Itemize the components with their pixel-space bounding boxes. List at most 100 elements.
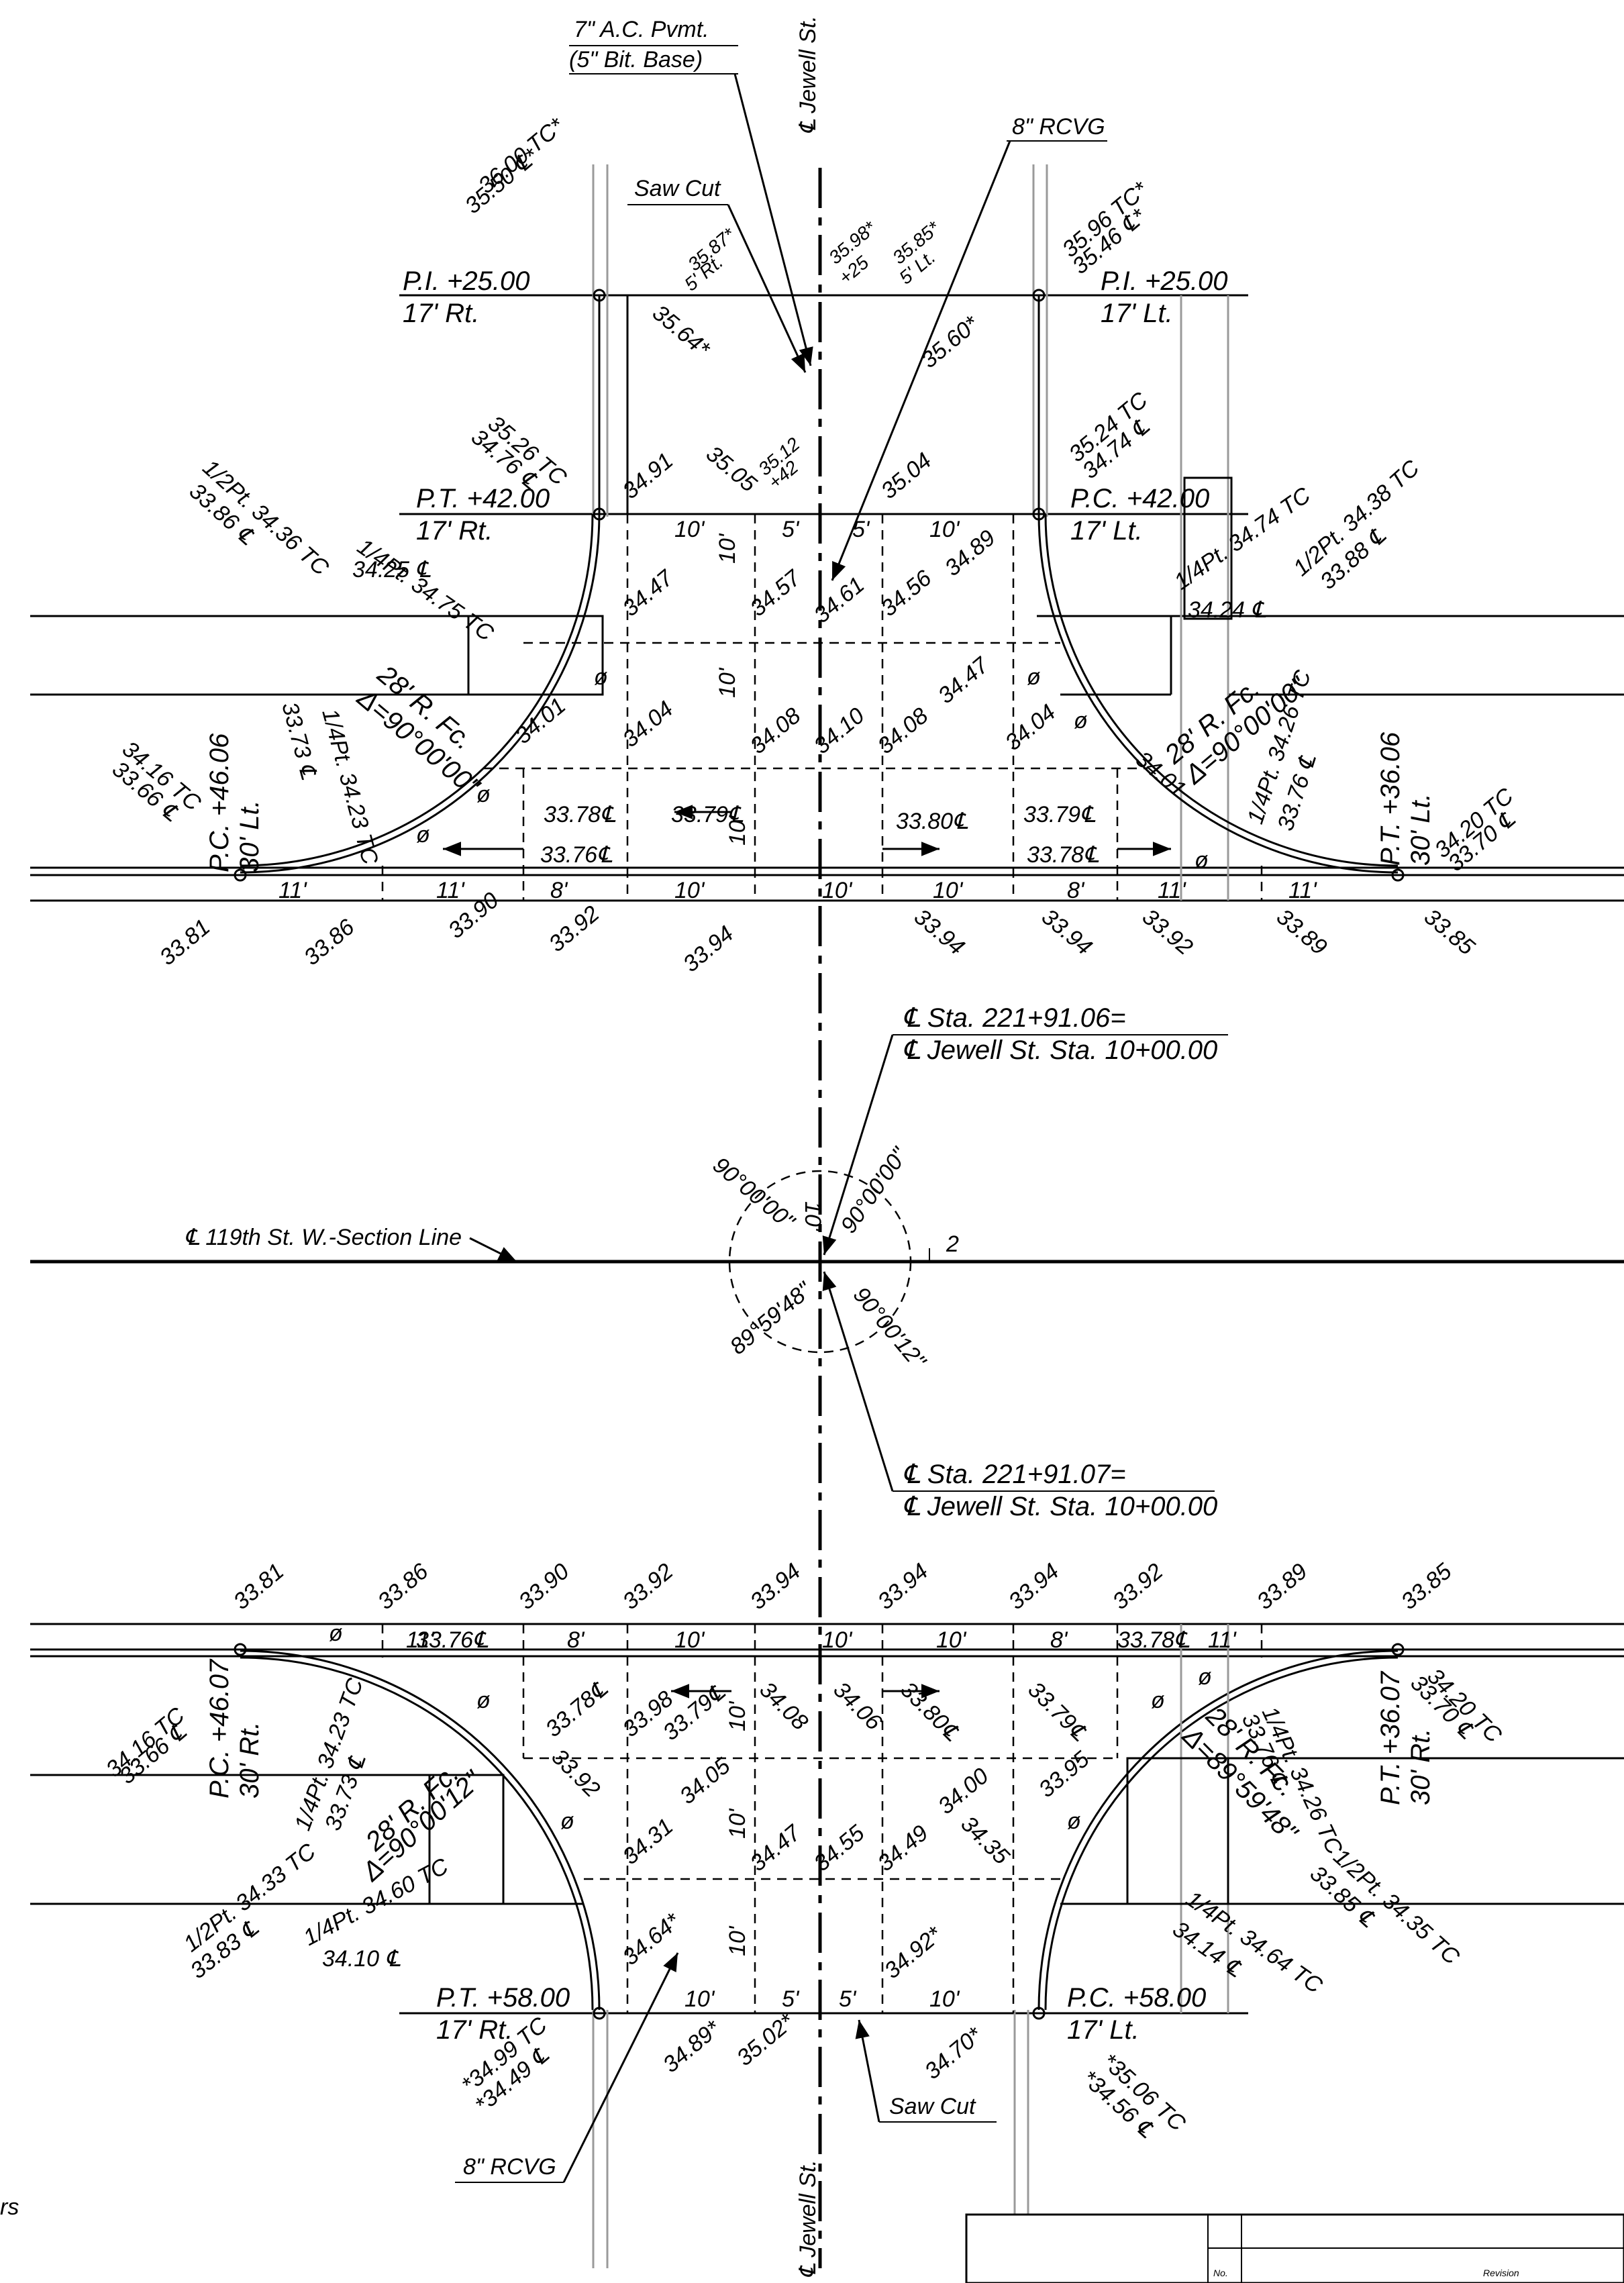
roadway-linework [30, 164, 1624, 2268]
elev-g7: 34.61 [809, 572, 870, 628]
angle-a1: 90°00'00" [708, 1152, 800, 1235]
elev-b5: 33.94 [678, 921, 739, 977]
elev-b2: 33.86 [299, 914, 360, 970]
elev-s6: 34.49 [873, 1820, 933, 1876]
elev-b10: 33.85 [1419, 904, 1480, 960]
pt-right-bot-off: 30' Rt. [1406, 1729, 1435, 1805]
elev-g4: 35.04 [876, 448, 937, 504]
pc-left-bot-off: 30' Rt. [235, 1722, 264, 1798]
elev-t1: 33.81 [229, 1558, 289, 1615]
dim-top-10d: 10' [715, 667, 740, 698]
elev-qbl-b: 34.10 ℄ [322, 1946, 401, 1972]
elev-s5: 34.55 [809, 1820, 870, 1876]
elev-ql2-b: 33.73 ℄ [276, 699, 321, 782]
dim-bot-10c: 10' [936, 1627, 967, 1653]
dim-top-10c: 10' [715, 533, 740, 564]
phi-b2: ø [1198, 1664, 1212, 1690]
phi-b6: ø [1067, 1809, 1081, 1834]
pc-left-top-off: 30' Lt. [235, 800, 264, 872]
dim-top-10b: 10' [929, 517, 960, 542]
elev-g6: 34.57 [746, 565, 806, 622]
sta-bot-2: ℄ Jewell St. Sta. 10+00.00 [903, 1492, 1217, 1521]
pavement-callout-1: 7" A.C. Pvmt. [574, 17, 709, 42]
elev-g22: 33.76℄ [540, 842, 613, 868]
elev-qtl-a: 1/4Pt. 34.75 TC [352, 534, 498, 646]
elev-r1: 33.76℄ [416, 1627, 489, 1653]
elev-r8: 33.80℄ [895, 1677, 964, 1746]
sta-bot-1: ℄ Sta. 221+91.07= [903, 1460, 1126, 1489]
elev-g5: 34.47 [618, 565, 678, 622]
dim-top-11a: 11' [278, 878, 307, 903]
elev-t7: 33.94 [1004, 1558, 1064, 1615]
pt-left-bot-sta: P.T. +58.00 [436, 1983, 570, 2013]
elev-u4: 34.92* [880, 1921, 948, 1984]
elev-g13: 34.10 [809, 703, 870, 759]
phi-3: ø [476, 782, 491, 807]
elev-g21: 33.79℄ [1023, 802, 1096, 827]
phi-5: ø [1074, 708, 1088, 733]
elev-g16: 34.04 [1001, 699, 1061, 756]
phi-4: ø [416, 822, 430, 848]
elev-s4: 34.47 [746, 1820, 806, 1877]
elev-r2: 33.78℄ [541, 1676, 613, 1743]
pi-right-off: 17' Lt. [1101, 299, 1173, 328]
pc-right-bot-sta: P.C. +58.00 [1067, 1983, 1206, 2013]
dim-bot-10g: 10' [684, 1986, 715, 2012]
pi-right-sta: P.I. +25.00 [1101, 266, 1227, 296]
rcvg-top: 8" RCVG [1012, 114, 1105, 140]
elev-g20: 33.80℄ [896, 809, 968, 834]
jewell-label-bottom: ℄ Jewell St. [795, 2160, 821, 2278]
dim-top-10a: 10' [674, 517, 705, 542]
phi-2: ø [1027, 664, 1041, 690]
elev-g15: 34.47 [933, 652, 994, 709]
dim-top-8a: 8' [550, 878, 568, 903]
elev-t10: 33.85 [1397, 1558, 1457, 1615]
phi-b5: ø [560, 1809, 574, 1834]
pc-right-top-off: 17' Lt. [1070, 516, 1143, 546]
elev-s9: 33.95 [1034, 1746, 1095, 1803]
angle-dim: 10' [800, 1201, 825, 1232]
elev-b1: 33.81 [155, 914, 215, 970]
elev-s3: 34.05 [675, 1753, 735, 1809]
angle-a2: 90°00'00" [835, 1142, 913, 1238]
elev-g23: 33.78℄ [1027, 842, 1099, 868]
dim-bot-10a: 10' [674, 1627, 705, 1653]
dim-top-10h: 10' [933, 878, 964, 903]
pt-left-top-off: 17' Rt. [416, 516, 493, 546]
dim-bot-10d: 10' [725, 1701, 750, 1731]
left-edge-fragment: rs [0, 2194, 19, 2220]
title-block: No. Revision [965, 2213, 1624, 2283]
saw-cut-top: Saw Cut [634, 176, 721, 201]
pc-right-bot-off: 17' Lt. [1067, 2015, 1139, 2045]
pc-left-bot-sta: P.C. +46.07 [205, 1658, 234, 1798]
sta-top-2: ℄ Jewell St. Sta. 10+00.00 [903, 1035, 1217, 1065]
title-block-revision: Revision [1483, 2268, 1519, 2278]
rcvg-bottom: 8" RCVG [463, 2154, 556, 2180]
pt-left-top-sta: P.T. +42.00 [416, 484, 550, 513]
saw-cut-bottom: Saw Cut [889, 2094, 976, 2119]
phi-6: ø [1195, 848, 1209, 873]
elev-g18: 33.78℄ [544, 802, 616, 827]
dim-bot-5b: 5' [839, 1986, 857, 2012]
dim-bot-8b: 8' [1050, 1627, 1068, 1653]
callouts: 7" A.C. Pvmt. (5" Bit. Base) ℄ Jewell St… [0, 15, 1520, 2278]
elev-b4: 33.92 [544, 901, 605, 957]
elev-g2: 35.05 [701, 441, 762, 497]
elev-t6: 33.94 [873, 1558, 933, 1615]
elev-e1b: 35.50 ℄* [460, 143, 544, 219]
elev-u5: 34.70* [920, 2022, 988, 2084]
pc-left-top-sta: P.C. +46.06 [205, 733, 234, 872]
section-no: 2 [946, 1231, 959, 1257]
section-line-label: ℄ 119th St. W.-Section Line [185, 1225, 462, 1250]
elev-b6: 33.94 [909, 904, 970, 960]
dim-top-5a: 5' [782, 517, 800, 542]
sta-top-1: ℄ Sta. 221+91.06= [903, 1003, 1126, 1033]
elev-ql2-a: 1/4Pt. 34.23 TC [317, 706, 383, 867]
elev-g10: 34.01 [511, 693, 571, 749]
angle-a3: 89°59'48" [725, 1276, 817, 1360]
dim-bot-10h: 10' [929, 1986, 960, 2012]
dim-top-8b: 8' [1067, 878, 1085, 903]
elev-r7: 34.06 [828, 1677, 886, 1735]
elev-u2: 34.89* [658, 2015, 726, 2078]
dim-bot-11a: 11' [406, 1627, 435, 1653]
